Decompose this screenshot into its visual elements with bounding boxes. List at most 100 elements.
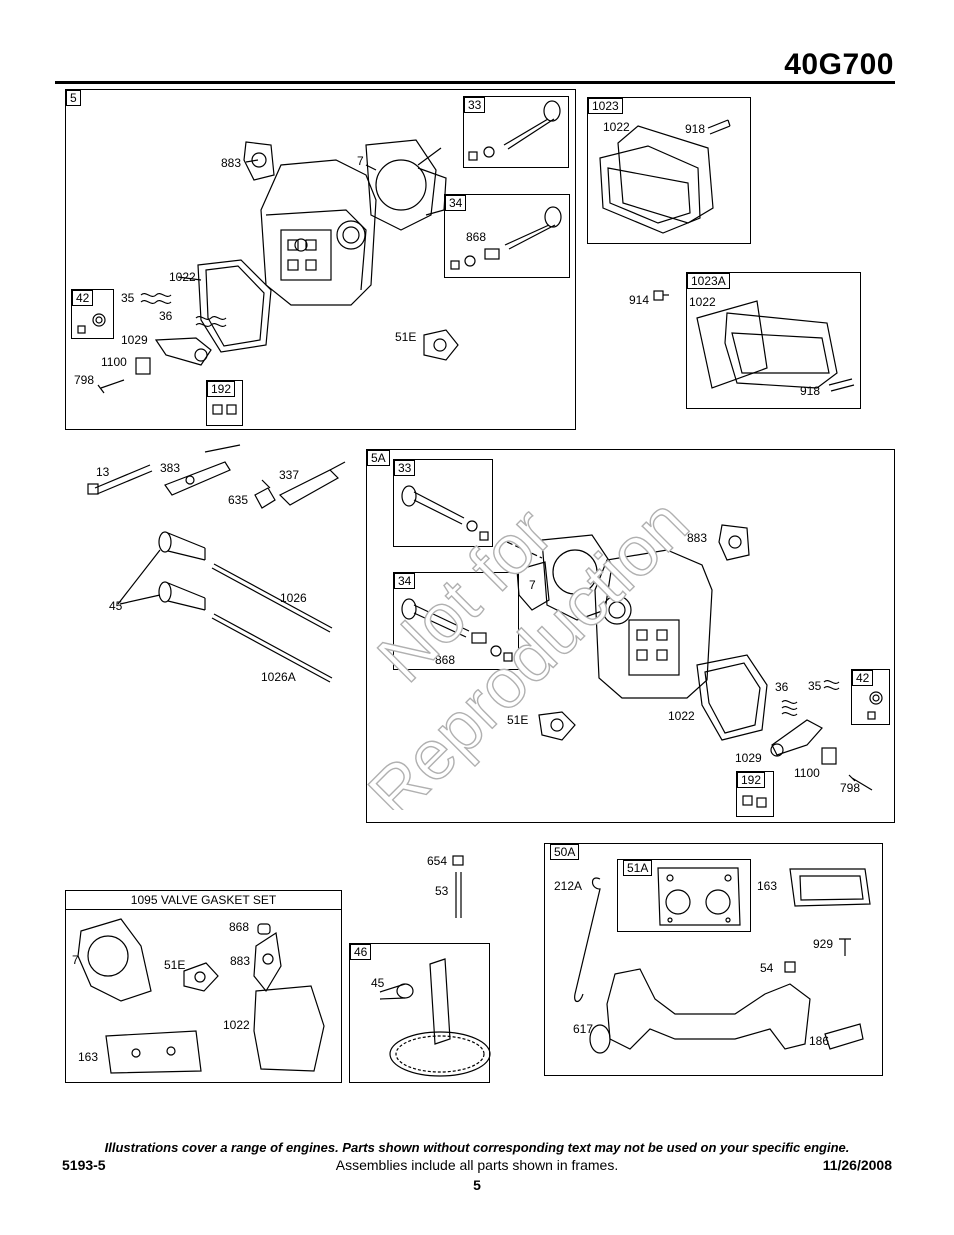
model-number: 40G700 [784, 48, 894, 81]
frame-51a-tag: 51A [623, 860, 653, 876]
frame-50a: 50A 212A 163 929 54 617 186 51A [544, 843, 883, 1076]
exhaust-valve-5a-drawing [401, 485, 489, 541]
frame-50a-tag: 50A [550, 844, 580, 860]
intake-valve-5a-drawing [401, 598, 513, 662]
frame-5a-42: 42 [851, 669, 890, 725]
frame-5a-192: 192 [736, 771, 774, 817]
frame-5a-tag: 5A [367, 450, 390, 466]
label-918: 918 [685, 122, 706, 136]
page-number: 5 [473, 1177, 481, 1193]
label-1029: 1029 [121, 333, 148, 347]
frame-1023-tag: 1023 [588, 98, 623, 114]
label-635: 635 [228, 493, 249, 507]
label-53: 53 [435, 884, 449, 898]
label-7: 7 [72, 953, 79, 967]
label-883: 883 [687, 531, 708, 545]
frame-5-33-tag: 33 [464, 97, 486, 113]
label-1022: 1022 [603, 120, 630, 134]
label-1100: 1100 [794, 766, 820, 780]
frame-1095-valve-gasket-set: 1095 VALVE GASKET SET 868 7 51E 883 1022… [65, 890, 342, 1083]
footer-date: 11/26/2008 [822, 1157, 892, 1173]
frame-5-42-tag: 42 [72, 290, 94, 306]
label-798: 798 [74, 373, 95, 387]
label-1029: 1029 [735, 751, 762, 765]
frame-1023a: 1023A 1022 918 [686, 272, 861, 409]
frame-5a-42-tag: 42 [852, 670, 874, 686]
label-1022: 1022 [689, 295, 716, 309]
nut-5a-drawing [742, 795, 767, 808]
frame-5a-33-tag: 33 [394, 460, 416, 476]
frame-46: 46 45 [349, 943, 491, 1083]
intake-valve-drawing [450, 206, 562, 270]
frame-5-192: 192 [206, 380, 243, 426]
label-163: 163 [78, 1050, 99, 1064]
label-7: 7 [357, 154, 364, 168]
frame-51a: 51A [617, 859, 751, 932]
camshaft-drawing [379, 958, 491, 1077]
label-918: 918 [800, 384, 821, 398]
valve-gasket-set-title: 1095 VALVE GASKET SET [66, 891, 341, 910]
frame-5a-33: 33 [393, 459, 493, 547]
label-45: 45 [371, 976, 385, 990]
frame-5-42: 42 [71, 289, 114, 339]
label-1100: 1100 [101, 355, 127, 369]
label-13: 13 [96, 465, 110, 479]
frame-5a-34: 34 868 [393, 572, 519, 670]
frame-5a-192-tag: 192 [737, 772, 766, 788]
intake-manifold-drawing [574, 868, 871, 1054]
label-1022: 1022 [223, 1018, 250, 1032]
label-1026: 1026 [280, 591, 307, 605]
header-rule [55, 81, 895, 84]
frame-1023a-tag: 1023A [687, 273, 730, 289]
footer-assemblies-note: Assemblies include all parts shown in fr… [335, 1157, 619, 1173]
label-51e: 51E [164, 958, 186, 972]
label-36: 36 [159, 309, 173, 323]
valve-cover-alt-drawing [696, 300, 855, 392]
label-654: 654 [427, 854, 448, 868]
label-883: 883 [221, 156, 242, 170]
exhaust-valve-drawing [468, 100, 561, 161]
valve-gasket-set-drawing [77, 918, 325, 1074]
label-337: 337 [279, 468, 300, 482]
footer-doc-id: 5193-5 [62, 1157, 106, 1173]
label-617: 617 [573, 1022, 594, 1036]
label-35: 35 [121, 291, 135, 305]
label-868: 868 [466, 230, 487, 244]
label-929: 929 [813, 937, 834, 951]
intake-gasket-drawing [657, 867, 741, 926]
label-1022: 1022 [169, 270, 196, 284]
label-868: 868 [435, 653, 456, 667]
cylinder-head-drawing [97, 139, 459, 394]
label-7: 7 [529, 578, 536, 592]
label-51e: 51E [507, 713, 529, 727]
frame-5-192-tag: 192 [207, 381, 236, 397]
frame-1023: 1023 1022 918 [587, 97, 751, 244]
frame-5-34-tag: 34 [445, 195, 467, 211]
nut-drawing [212, 404, 237, 415]
frame-5-tag: 5 [66, 90, 81, 106]
label-798: 798 [840, 781, 861, 795]
washer-5a-drawing [867, 691, 883, 720]
label-1022: 1022 [668, 709, 695, 723]
label-36: 36 [775, 680, 789, 694]
frame-46-tag: 46 [350, 944, 372, 960]
label-212a: 212A [554, 879, 583, 893]
label-868: 868 [229, 920, 250, 934]
frame-5: 5 [65, 89, 576, 430]
bolt-914-drawing [653, 290, 669, 301]
not-for-reproduction-watermark: Not for Reproduction [353, 483, 704, 810]
label-383: 383 [160, 461, 181, 475]
label-45: 45 [109, 599, 123, 613]
frame-5a-34-tag: 34 [394, 573, 416, 589]
label-883: 883 [230, 954, 251, 968]
label-35: 35 [808, 679, 822, 693]
frame-5-33: 33 [463, 96, 569, 168]
footer-disclaimer: Illustrations cover a range of engines. … [104, 1140, 850, 1155]
frame-5a: 5A 883 7 51E 1022 36 35 1029 1100 798 3 [366, 449, 895, 823]
label-51e: 51E [395, 330, 417, 344]
washer-drawing [77, 313, 106, 334]
label-1026a: 1026A [261, 670, 296, 684]
label-163: 163 [757, 879, 778, 893]
frame-5-34: 34 868 [444, 194, 570, 278]
label-186: 186 [809, 1034, 830, 1048]
